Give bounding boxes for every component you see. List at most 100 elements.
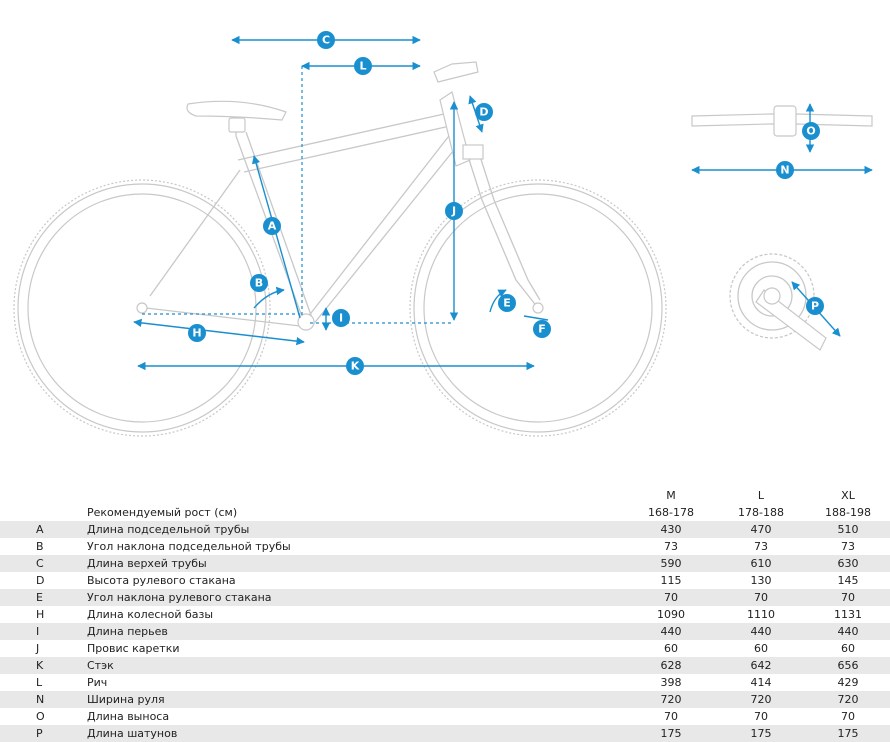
row-name: Угол наклона рулевого стакана [87, 591, 272, 604]
row-value-m: 168-178 [648, 506, 694, 519]
row-value-xl: 440 [837, 625, 859, 638]
row-value-xl: 720 [837, 693, 859, 706]
row-name: Длина шатунов [87, 727, 178, 740]
row-value-xl: 510 [837, 523, 859, 536]
dimension-label-E: E [498, 294, 516, 312]
svg-text:D: D [479, 106, 488, 119]
bike-geometry-diagram: C L D A J B E I F H K O N P [13, 31, 873, 437]
row-value-l: 70 [754, 710, 768, 723]
size-header-m: M [666, 489, 676, 502]
row-code: H [36, 608, 45, 621]
svg-text:H: H [192, 327, 201, 340]
row-code: E [36, 591, 43, 604]
row-value-m: 60 [664, 642, 678, 655]
row-name: Длина перьев [87, 625, 168, 638]
dimension-label-N: N [776, 161, 794, 179]
row-value-l: 1110 [747, 608, 775, 621]
row-name: Рекомендуемый рост (см) [87, 506, 238, 519]
row-code: J [36, 642, 40, 655]
crankset-detail [729, 253, 841, 351]
row-value-l: 470 [750, 523, 772, 536]
row-value-xl: 429 [837, 676, 859, 689]
row-value-m: 398 [660, 676, 682, 689]
row-code: A [36, 523, 44, 536]
row-value-l: 414 [750, 676, 772, 689]
row-value-xl: 656 [837, 659, 859, 672]
row-name: Угол наклона подседельной трубы [87, 540, 291, 553]
table-row: L Рич 398 414 429 [0, 674, 890, 691]
dimension-label-F: F [533, 320, 551, 338]
dimension-label-B: B [250, 274, 268, 292]
row-value-l: 60 [754, 642, 768, 655]
dimension-label-I: H [188, 324, 206, 342]
bike-frame [136, 61, 544, 331]
front-wheel [409, 179, 667, 437]
row-value-l: 178-188 [738, 506, 784, 519]
dimension-label-L: L [354, 57, 372, 75]
row-name: Рич [87, 676, 108, 689]
row-code: O [36, 710, 45, 723]
svg-text:K: K [351, 360, 360, 373]
svg-text:C: C [322, 34, 330, 47]
row-value-l: 440 [750, 625, 772, 638]
svg-text:I: I [339, 312, 343, 325]
row-code: P [36, 727, 43, 740]
row-value-l: 130 [750, 574, 772, 587]
row-value-l: 175 [750, 727, 772, 740]
row-name: Длина подседельной трубы [87, 523, 250, 536]
row-name: Длина колесной базы [87, 608, 214, 621]
table-row: N Ширина руля 720 720 720 [0, 691, 890, 708]
size-header-l: L [757, 489, 765, 502]
svg-text:N: N [780, 164, 789, 177]
table-row: H Длина колесной базы 1090 1110 1131 [0, 606, 890, 623]
dimension-label-H: K [346, 357, 364, 375]
row-value-m: 70 [664, 591, 678, 604]
row-name: Ширина руля [87, 693, 165, 706]
row-name: Длина выноса [87, 710, 170, 723]
geometry-table: M L XL Рекомендуемый рост (см) 168-178 1… [0, 487, 890, 742]
svg-text:B: B [255, 277, 263, 290]
row-value-xl: 145 [837, 574, 859, 587]
row-code: N [36, 693, 45, 706]
row-value-l: 70 [754, 591, 768, 604]
row-code: D [36, 574, 45, 587]
dimension-label-J: I [332, 309, 350, 327]
row-code: L [36, 676, 43, 689]
row-value-xl: 175 [837, 727, 859, 740]
row-code: K [36, 659, 44, 672]
dimension-label-C: C [317, 31, 335, 49]
row-value-xl: 188-198 [825, 506, 871, 519]
rear-wheel [13, 179, 271, 437]
row-code: C [36, 557, 44, 570]
svg-text:P: P [811, 300, 819, 313]
svg-text:L: L [359, 60, 366, 73]
row-value-l: 642 [750, 659, 772, 672]
size-header-row: M L XL [0, 487, 890, 504]
row-value-m: 1090 [657, 608, 685, 621]
table-row: A Длина подседельной трубы 430 470 510 [0, 521, 890, 538]
dimension-label-D: D [475, 103, 493, 121]
row-value-m: 720 [660, 693, 682, 706]
row-value-xl: 630 [837, 557, 859, 570]
svg-text:J: J [451, 205, 456, 218]
row-value-m: 430 [660, 523, 682, 536]
row-value-l: 720 [750, 693, 772, 706]
row-value-xl: 60 [841, 642, 855, 655]
svg-text:O: O [806, 125, 815, 138]
row-name: Стэк [87, 659, 114, 672]
dimension-label-K: J [445, 202, 463, 220]
row-value-xl: 1131 [834, 608, 862, 621]
row-value-m: 440 [660, 625, 682, 638]
row-value-xl: 73 [841, 540, 855, 553]
dimension-label-A: A [263, 217, 281, 235]
handlebar-top-view [691, 103, 873, 175]
